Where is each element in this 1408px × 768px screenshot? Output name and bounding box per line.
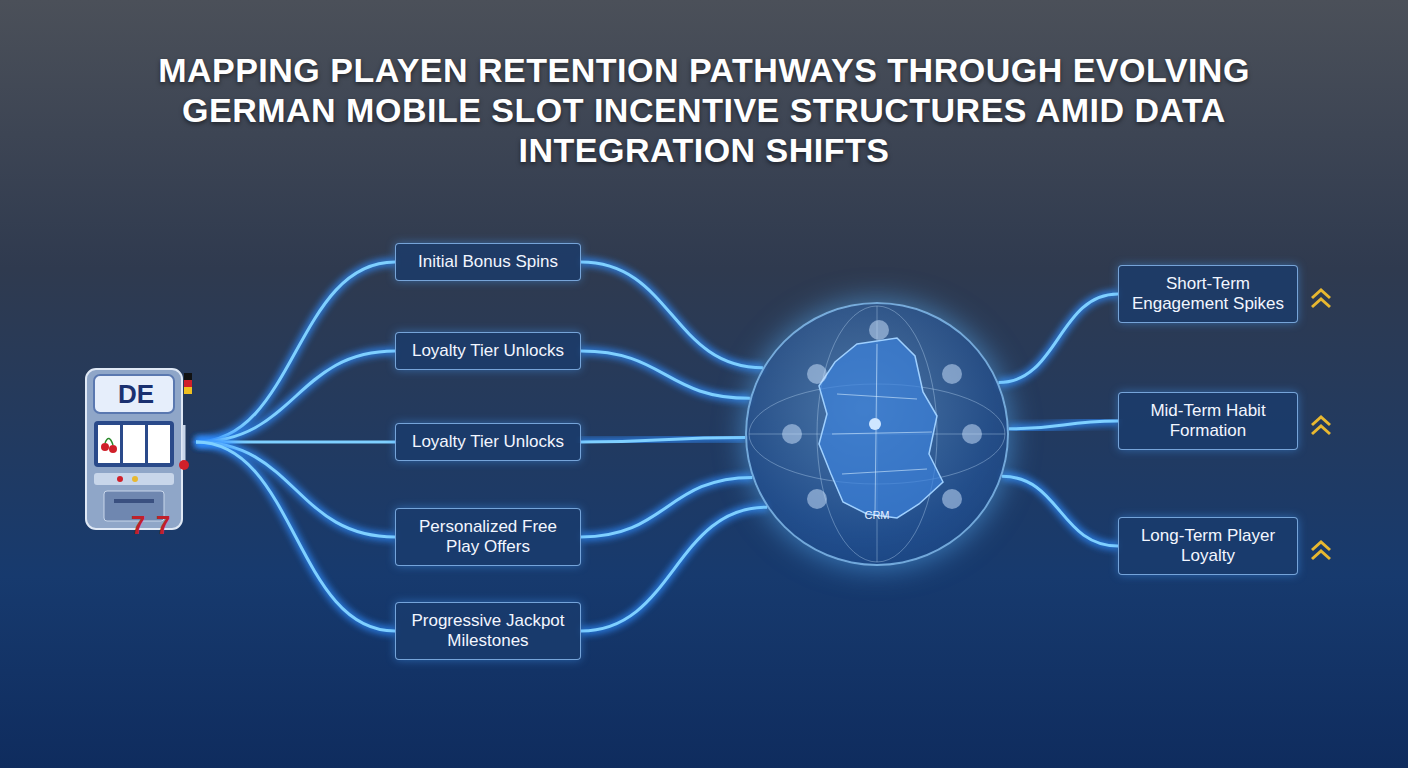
glow-connector xyxy=(581,477,752,537)
node-text: Short-Term Engagement Spikes xyxy=(1129,274,1287,314)
node-text: Personalized Free Play Offers xyxy=(406,517,570,557)
reel-symbol: 7 xyxy=(131,510,145,541)
incentive-box: Mid-Term Habit Formation xyxy=(1118,392,1298,450)
slot-machine: DE xyxy=(80,365,192,535)
glow-connector xyxy=(1002,476,1118,546)
glow-connector xyxy=(196,351,395,442)
glow-connector xyxy=(1009,421,1118,429)
incentive-box: Progressive Jackpot Milestones xyxy=(395,602,581,660)
glow-connector xyxy=(196,262,395,442)
incentive-box: Personalized Free Play Offers xyxy=(395,508,581,566)
diagram-title: MAPPING PLAYEN RETENTION PATHWAYS THROUG… xyxy=(104,50,1304,170)
glow-connector xyxy=(999,294,1118,383)
incentive-box: Initial Bonus Spins xyxy=(395,243,581,281)
node-text: Loyalty Tier Unlocks xyxy=(406,432,570,452)
node-text: Loyalty Tier Unlocks xyxy=(406,341,570,361)
glow-connector xyxy=(581,507,767,631)
node-text: Progressive Jackpot Milestones xyxy=(406,611,570,651)
glow-connector xyxy=(581,438,745,442)
node-text: CRM xyxy=(747,509,1007,521)
glow-connector xyxy=(581,351,750,398)
reel-symbol: 7 xyxy=(156,510,170,541)
node-text: Long-Term Player Loyalty xyxy=(1129,526,1287,566)
glow-connector xyxy=(196,442,395,537)
incentive-box: Loyalty Tier Unlocks xyxy=(395,423,581,461)
chevron-icons xyxy=(1312,290,1330,559)
node-text: DE xyxy=(100,379,172,410)
glow-connector xyxy=(196,442,395,631)
incentive-box: Long-Term Player Loyalty xyxy=(1118,517,1298,575)
node-text: Initial Bonus Spins xyxy=(406,252,570,272)
incentive-box: Loyalty Tier Unlocks xyxy=(395,332,581,370)
crm-globe: CRM xyxy=(745,302,1009,566)
node-text: Mid-Term Habit Formation xyxy=(1129,401,1287,441)
incentive-box: Short-Term Engagement Spikes xyxy=(1118,265,1298,323)
